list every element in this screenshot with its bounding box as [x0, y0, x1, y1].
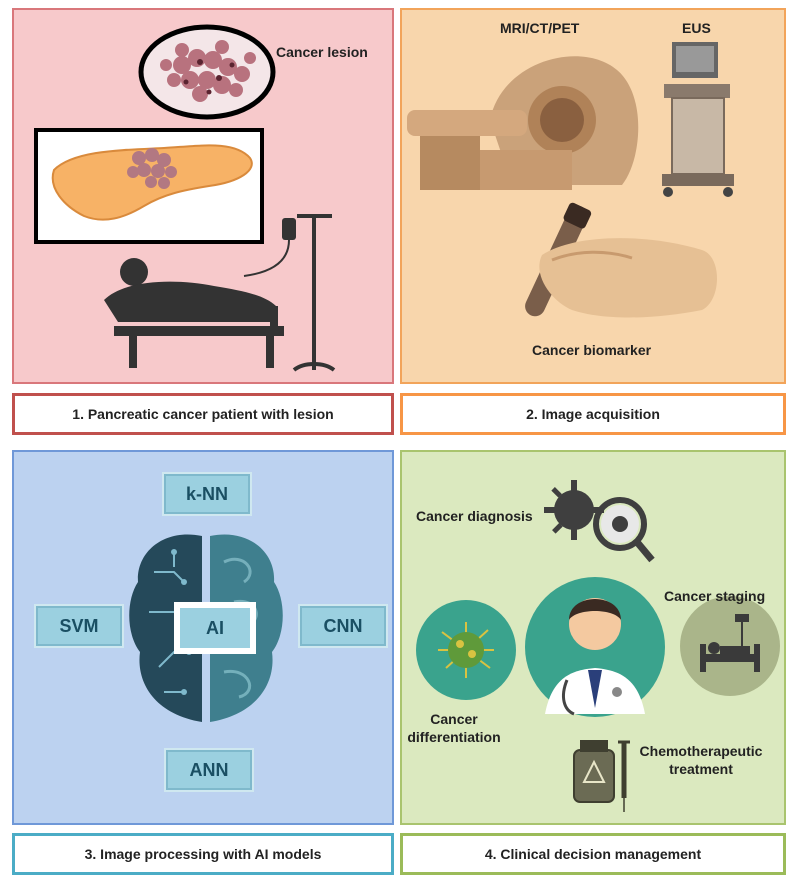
pancreas-lesion-illustration [34, 24, 336, 372]
label-chemotherapeutic-treatment: Chemotherapeutic treatment [639, 743, 763, 777]
panel-acquisition: MRI/CT/PET EUS Cancer biomarker [400, 8, 786, 384]
label-cancer-lesion: Cancer lesion [276, 44, 368, 60]
model-knn: k-NN [162, 472, 252, 516]
caption-clinical-decision: 4. Clinical decision management [400, 833, 786, 875]
label-eus: EUS [682, 20, 711, 36]
label-cancer-biomarker: Cancer biomarker [532, 342, 652, 358]
caption-ai-processing: 3. Image processing with AI models [12, 833, 394, 875]
clinical-decision-illustration [416, 480, 780, 812]
model-ann: ANN [164, 748, 254, 792]
panel-patient: Cancer lesion [12, 8, 394, 384]
panel-ai-processing: k-NN SVM AI CNN ANN [12, 450, 394, 825]
panel-decision: Cancer diagnosis Cancer staging Cancer d… [400, 450, 786, 825]
model-ai-center: AI [174, 602, 256, 654]
caption-image-acquisition: 2. Image acquisition [400, 393, 786, 435]
label-cancer-differentiation: Cancer differentiation [407, 711, 501, 745]
label-mri-ct-pet: MRI/CT/PET [500, 20, 580, 36]
model-cnn: CNN [298, 604, 388, 648]
brain-illustration [129, 534, 283, 722]
caption-patient: 1. Pancreatic cancer patient with lesion [12, 393, 394, 435]
model-svm: SVM [34, 604, 124, 648]
imaging-equipment-illustration [407, 42, 734, 318]
label-cancer-diagnosis: Cancer diagnosis [416, 508, 533, 524]
label-cancer-staging: Cancer staging [664, 588, 766, 604]
